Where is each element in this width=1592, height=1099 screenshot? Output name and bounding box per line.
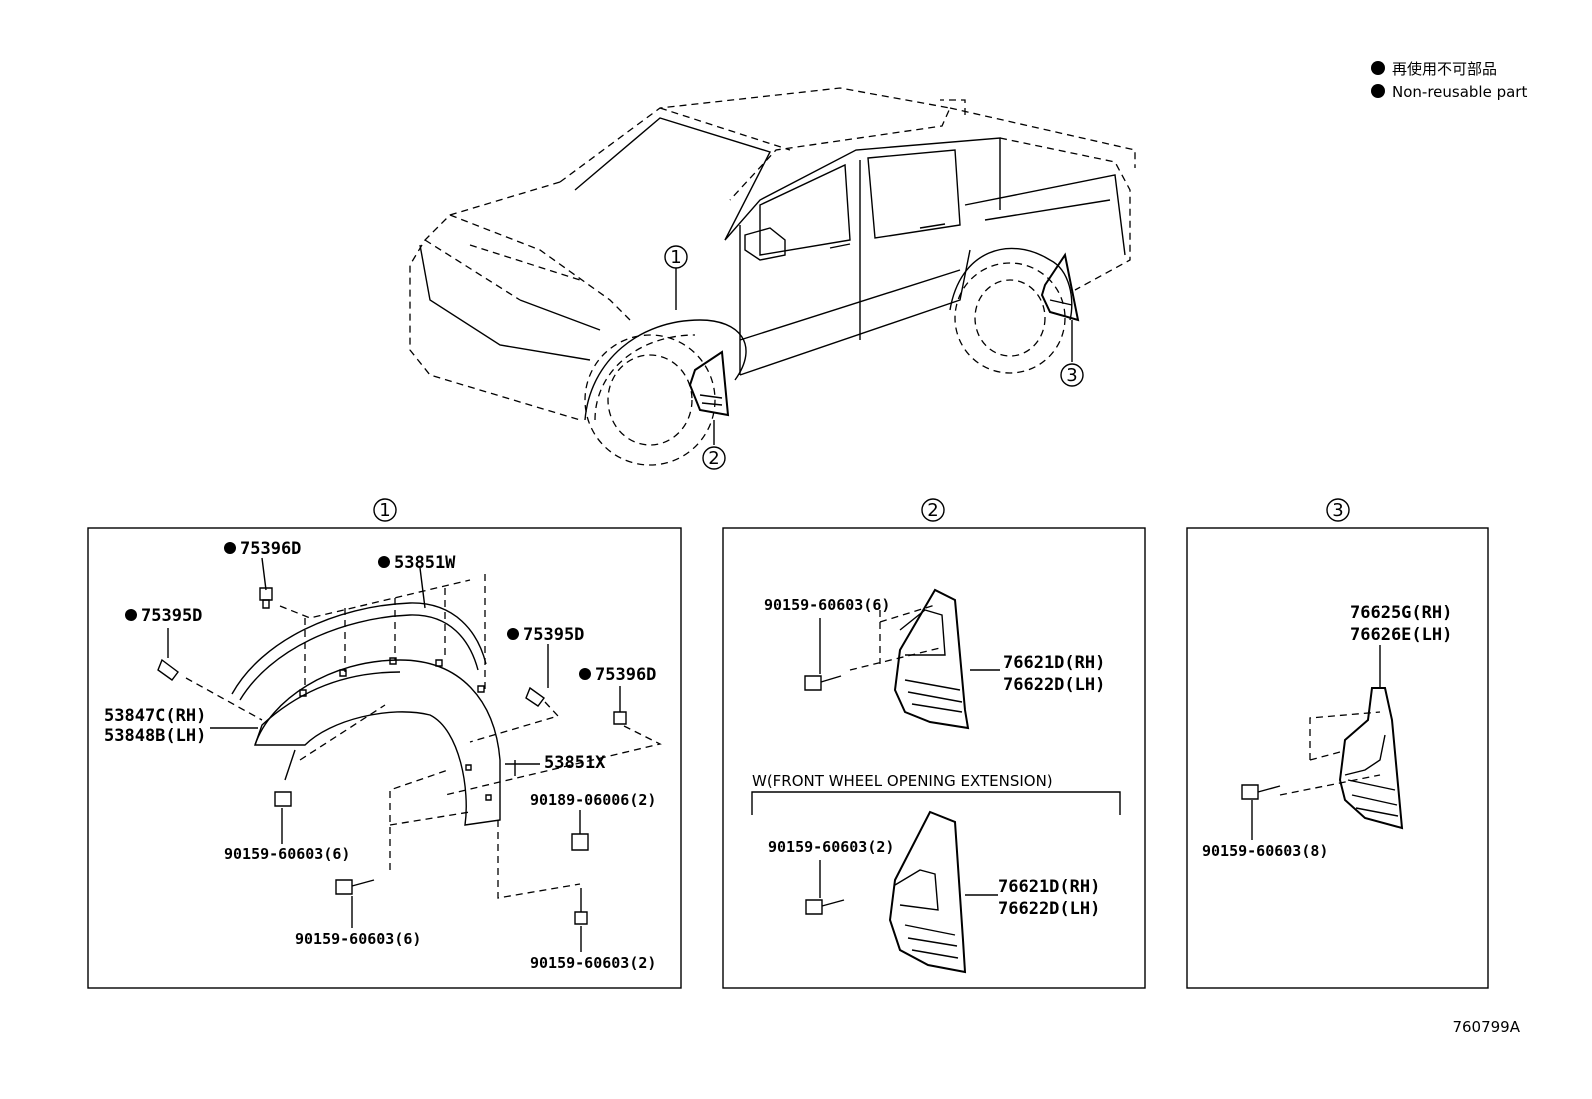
label-90159-c: 90159-60603(2) — [530, 954, 656, 972]
panel-3-frame — [1186, 527, 1489, 989]
label-75396D-top: 75396D — [240, 539, 301, 559]
truck-illustration — [409, 87, 1136, 466]
legend-item-jp: 再使用不可部品 — [1392, 60, 1497, 78]
label-screw-bottom: 90159-60603(2) — [768, 838, 894, 856]
panel-3-section-label: 3 — [1332, 500, 1343, 521]
label-screw-8: 90159-60603(8) — [1202, 842, 1328, 860]
non-reusable-dot-icon — [1371, 61, 1385, 75]
panel-1-section-circle — [373, 498, 397, 522]
non-reusable-dot-icon — [224, 542, 236, 554]
label-75396D-right: 75396D — [595, 665, 656, 685]
non-reusable-dot-icon — [507, 628, 519, 640]
callout-circle — [1060, 363, 1084, 387]
label-53847C: 53847C(RH) — [104, 706, 206, 726]
label-75395D-left: 75395D — [141, 606, 202, 626]
label-76621D-bottom: 76621D(RH) — [998, 877, 1100, 897]
mud-flap-rear — [1338, 687, 1404, 830]
panel-1-section-label: 1 — [379, 500, 390, 521]
panel-3-section-circle — [1326, 498, 1350, 522]
callout-circle — [702, 446, 726, 470]
callout-2: 2 — [702, 446, 726, 470]
legend-item-en: Non-reusable part — [1392, 83, 1527, 101]
panel-2: 2 90159-60603(6) 76621D(RH) 76622D(LH) W… — [722, 498, 1146, 989]
panel-1-frame — [87, 527, 682, 989]
panel-2-section-label: 2 — [927, 500, 938, 521]
label-76621D-top: 76621D(RH) — [1003, 653, 1105, 673]
non-reusable-dot-icon — [378, 556, 390, 568]
panel-3: 3 76625G(RH) 76626E(LH) 90159-60603(8) — [1186, 498, 1489, 989]
label-53851W: 53851W — [394, 553, 456, 573]
non-reusable-dot-icon — [125, 609, 137, 621]
mud-flap-top — [893, 588, 970, 730]
panel-2-section-circle — [921, 498, 945, 522]
label-90159-a: 90159-60603(6) — [224, 845, 350, 863]
label-76626E: 76626E(LH) — [1350, 625, 1452, 645]
callout-3-label: 3 — [1066, 365, 1077, 386]
callout-2-label: 2 — [708, 448, 719, 469]
mud-flap-bottom — [888, 810, 967, 974]
callout-1: 1 — [664, 245, 688, 269]
callout-3: 3 — [1060, 363, 1084, 387]
label-90159-b: 90159-60603(6) — [295, 930, 421, 948]
legend: 再使用不可部品 Non-reusable part — [1371, 60, 1527, 101]
label-75395D-right: 75395D — [523, 625, 584, 645]
label-76622D-top: 76622D(LH) — [1003, 675, 1105, 695]
non-reusable-dot-icon — [579, 668, 591, 680]
panel-1: 1 75396D 53851W 75395D 75395D 75396D 538… — [87, 498, 682, 989]
label-53848B: 53848B(LH) — [104, 726, 206, 746]
diagram-code: 760799A — [1452, 1018, 1520, 1036]
label-90189: 90189-06006(2) — [530, 791, 656, 809]
label-screw-top: 90159-60603(6) — [764, 596, 890, 614]
callout-circle — [664, 245, 688, 269]
label-53851X: 53851X — [544, 753, 606, 773]
label-76625G: 76625G(RH) — [1350, 603, 1452, 623]
non-reusable-dot-icon — [1371, 84, 1385, 98]
variant-label: W(FRONT WHEEL OPENING EXTENSION) — [752, 772, 1053, 790]
variant-bracket — [751, 791, 1121, 815]
callout-1-label: 1 — [670, 247, 681, 268]
label-76622D-bottom: 76622D(LH) — [998, 899, 1100, 919]
panel-2-frame — [722, 527, 1146, 989]
